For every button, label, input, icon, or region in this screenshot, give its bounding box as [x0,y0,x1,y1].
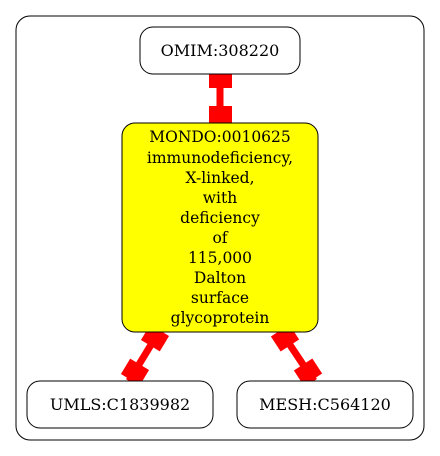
node-mondo-line-6: 115,000 [188,249,252,267]
node-mondo-line-8: surface [191,289,249,307]
node-mondo[interactable]: MONDO:0010625 immunodeficiency, X-linked… [121,122,319,333]
node-umls[interactable]: UMLS:C1839982 [26,380,214,429]
edge-omim-mondo [209,70,232,124]
edge-mondo-mesh [270,324,323,386]
edge-mondo-umls [120,324,170,386]
node-mondo-line-4: deficiency [180,209,260,227]
cluster-box [15,15,425,441]
node-mondo-line-1: immunodeficiency, [147,149,293,167]
node-mondo-line-9: glycoprotein [171,309,270,327]
node-mesh-label: MESH:C564120 [259,395,391,414]
node-mondo-line-3: with [203,189,237,207]
node-mondo-line-0: MONDO:0010625 [149,128,291,146]
node-mondo-line-7: Dalton [194,269,246,287]
node-mondo-line-5: of [212,229,228,247]
node-mesh[interactable]: MESH:C564120 [236,380,414,429]
node-umls-label: UMLS:C1839982 [50,395,190,414]
node-omim[interactable]: OMIM:308220 [139,26,301,75]
node-omim-label: OMIM:308220 [161,41,280,60]
node-mondo-line-2: X-linked, [185,169,254,187]
